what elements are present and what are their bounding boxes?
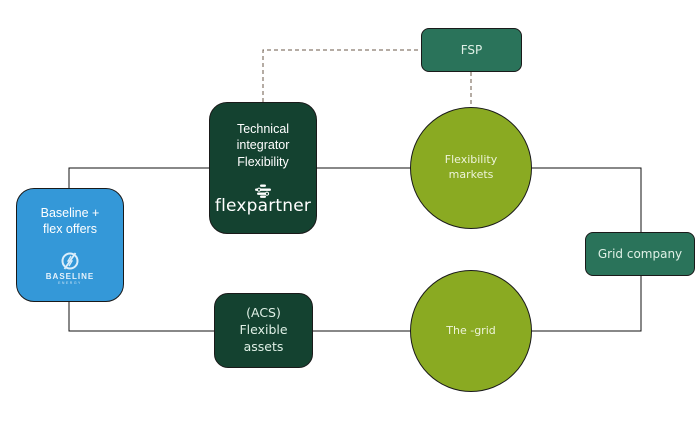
edge-flexibility-markets-grid-company bbox=[532, 167, 642, 232]
flexpartner-logo-icon bbox=[255, 184, 271, 198]
baseline-energy-logo: BASELINE ENERGY bbox=[46, 251, 94, 286]
edge-the-grid-grid-company bbox=[532, 276, 642, 332]
node-the-grid-label: The -grid bbox=[446, 323, 496, 337]
node-baseline-label: Baseline + flex offers bbox=[40, 205, 100, 236]
node-flexibility-markets-label: Flexibility markets bbox=[444, 153, 498, 181]
baseline-logo-subtitle: ENERGY bbox=[58, 281, 82, 285]
node-technical-integrator-label: Technical integrator Flexibility bbox=[236, 122, 290, 169]
node-the-grid[interactable]: The -grid bbox=[410, 270, 532, 392]
node-fsp-label: FSP bbox=[460, 43, 483, 57]
node-grid-company[interactable]: Grid company bbox=[585, 232, 695, 276]
node-flexibility-markets[interactable]: Flexibility markets bbox=[410, 107, 532, 229]
flexpartner-logo: flexpartner bbox=[215, 184, 311, 215]
node-grid-company-label: Grid company bbox=[597, 247, 683, 261]
node-acs-flexible-assets[interactable]: (ACS) Flexible assets bbox=[214, 293, 313, 368]
edge-baseline-acs bbox=[68, 302, 214, 332]
node-technical-integrator[interactable]: Technical integrator Flexibility flexpar… bbox=[209, 102, 317, 234]
edge-technical-integrator-fsp bbox=[262, 49, 421, 102]
edge-baseline-technical-integrator bbox=[68, 167, 209, 188]
node-baseline-flex-offers[interactable]: Baseline + flex offers BASELINE ENERGY bbox=[16, 188, 124, 302]
node-acs-label: (ACS) Flexible assets bbox=[239, 305, 288, 354]
flexpartner-logo-name: flexpartner bbox=[214, 195, 312, 216]
baseline-logo-name: BASELINE bbox=[45, 272, 95, 281]
baseline-energy-logo-icon bbox=[61, 252, 79, 270]
node-fsp[interactable]: FSP bbox=[421, 28, 522, 72]
